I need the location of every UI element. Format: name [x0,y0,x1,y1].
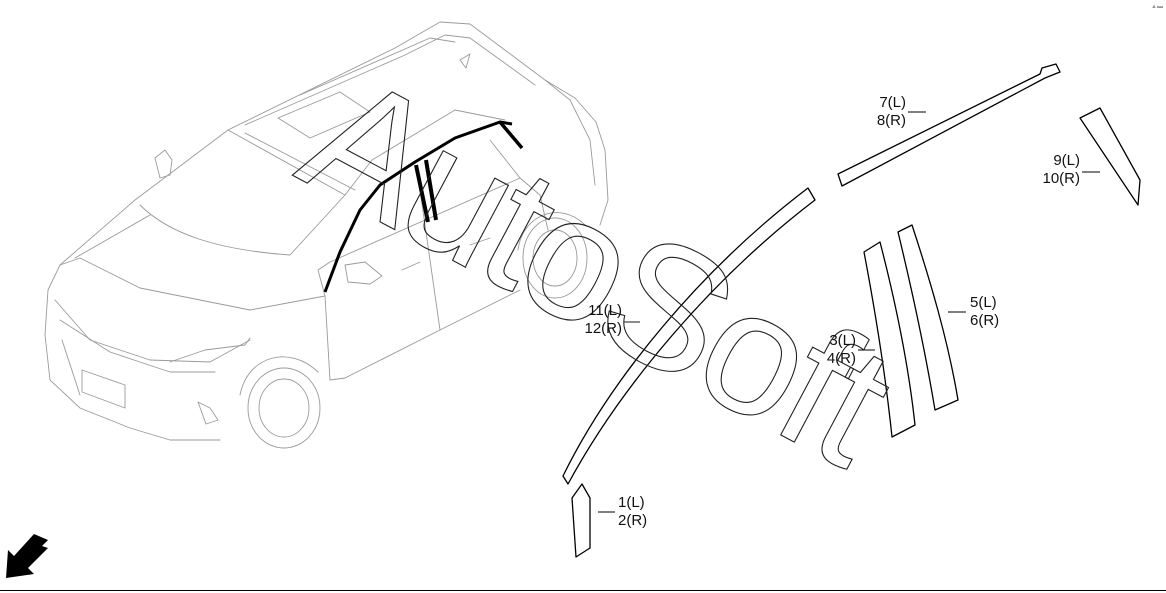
callout-12-right: 12(R) [584,320,622,337]
part-5-6-molding [897,224,959,411]
callout-6-right: 6(R) [970,312,1000,329]
callout-3-4: 3(L) 4(R) [818,332,856,368]
callout-4-right: 4(R) [826,350,856,367]
callout-11-12: 11(L) 12(R) [574,302,622,338]
callout-1-2: 1(L) 2(R) [618,494,647,530]
part-11-12-molding [562,187,816,485]
part-1-2-molding [571,483,591,558]
vehicle-highlighted-moldings [323,120,524,293]
bottom-divider [0,590,1166,591]
callout-2-right: 2(R) [618,512,648,529]
callout-10-right: 10(R) [1042,170,1080,187]
callout-3-left: 3(L) [829,332,856,349]
leader-lines [598,111,1100,513]
callout-1-left: 1(L) [618,494,645,511]
callout-5-6: 5(L) 6(R) [970,294,999,330]
vehicle-illustration [44,21,609,449]
callout-9-10: 9(L) 10(R) [1034,152,1080,188]
front-direction-arrow-icon [6,534,48,578]
part-9-10-molding [1079,107,1141,206]
callout-7-left: 7(L) [879,94,906,111]
part-7-8-molding [837,63,1061,187]
callout-11-left: 11(L) [588,302,622,319]
corner-mark: ▲▬ [1151,4,1163,10]
callout-7-8: 7(L) 8(R) [866,94,906,130]
callout-5-left: 5(L) [970,294,997,311]
callout-8-right: 8(R) [876,112,906,129]
callout-9-left: 9(L) [1053,152,1080,169]
part-3-4-molding [863,241,916,438]
exploded-parts [562,63,1141,558]
